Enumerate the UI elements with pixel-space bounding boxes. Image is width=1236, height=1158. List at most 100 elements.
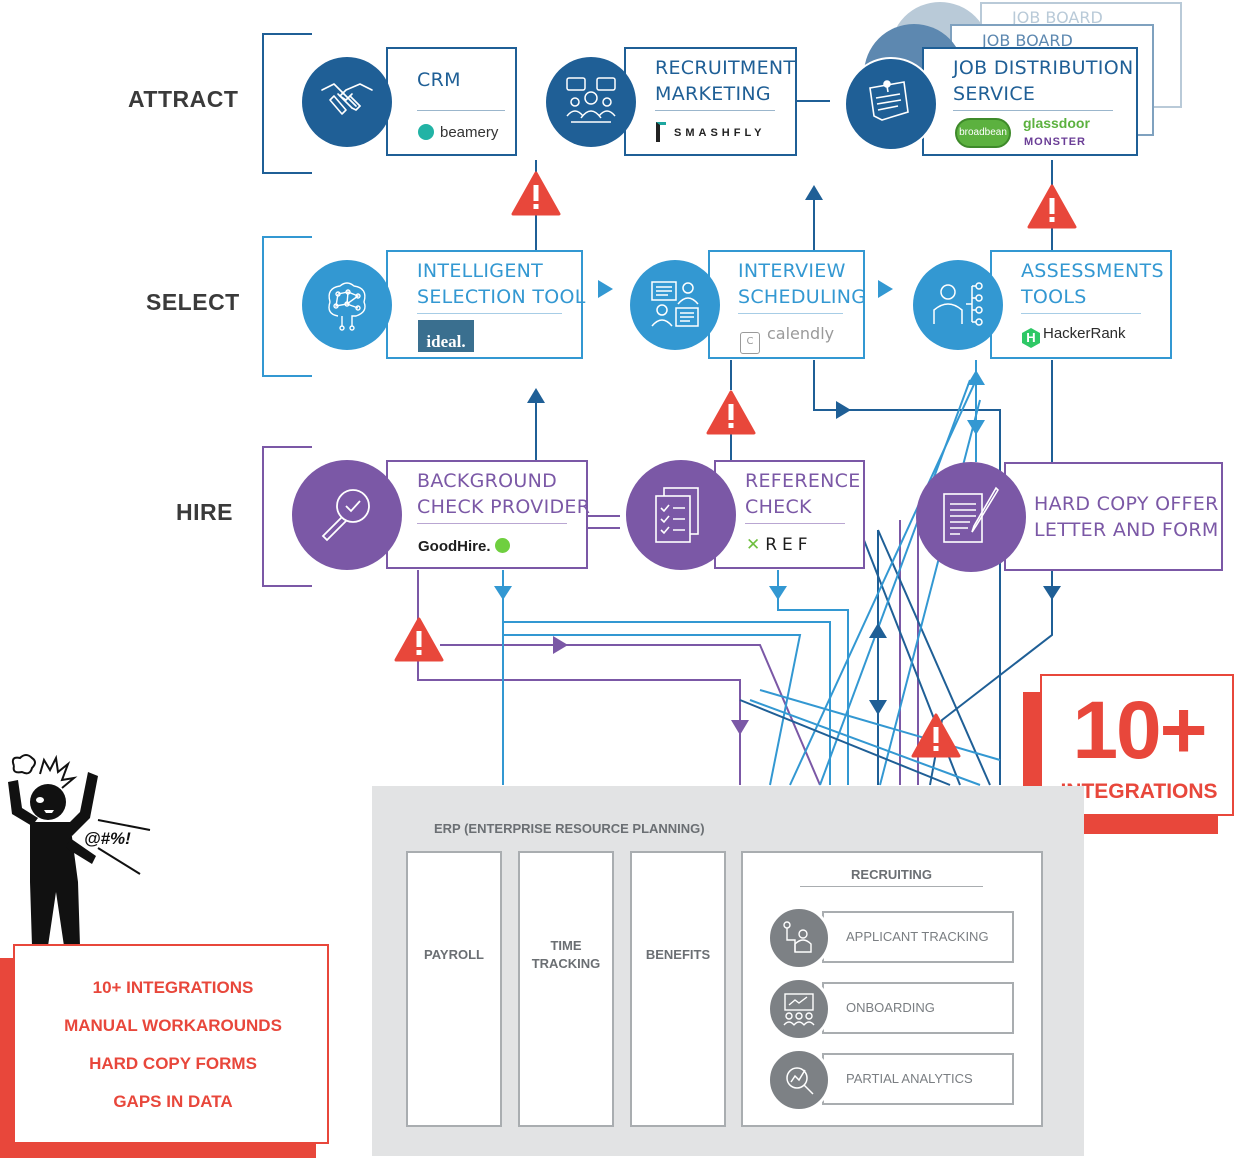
issue-manual-workarounds: MANUAL WORKAROUNDS bbox=[64, 1016, 282, 1035]
frustration-text: @#%! bbox=[84, 829, 131, 848]
erp-title: ERP (ENTERPRISE RESOURCE PLANNING) bbox=[434, 821, 705, 836]
job-distribution-circle bbox=[844, 57, 938, 151]
issues-box: 10+ INTEGRATIONS MANUAL WORKAROUNDS HARD… bbox=[13, 944, 329, 1144]
recruitment-marketing-circle bbox=[546, 57, 636, 147]
issue-integrations: 10+ INTEGRATIONS bbox=[92, 978, 254, 997]
erp-column-payroll bbox=[406, 851, 502, 1127]
magnifier-check-icon bbox=[321, 489, 370, 542]
warning-icon bbox=[511, 171, 561, 216]
broadbean-label: broadbean bbox=[959, 127, 1007, 138]
interview-scheduling-card bbox=[708, 250, 865, 359]
time-tracking-label: TIME TRACKING bbox=[531, 938, 601, 971]
note-pin-icon bbox=[869, 80, 909, 121]
presentation-icon bbox=[783, 993, 815, 1026]
calendar-icon: C bbox=[740, 332, 760, 354]
benefits-label: BENEFITS bbox=[645, 947, 711, 962]
background-check-divider bbox=[417, 523, 567, 524]
analytics-magnifier-icon bbox=[786, 1067, 814, 1095]
offer-letter-circle bbox=[916, 462, 1026, 572]
crm-divider bbox=[417, 110, 505, 111]
background-check-card bbox=[386, 460, 588, 569]
ideal-logo: ideal. bbox=[418, 320, 474, 352]
beamery-icon bbox=[418, 124, 434, 140]
handshake-icon bbox=[321, 83, 373, 115]
job-board-label-back: JOB BOARD bbox=[1012, 8, 1103, 27]
smashfly-icon bbox=[656, 122, 666, 142]
org-person-icon bbox=[933, 282, 983, 326]
job-distribution-divider bbox=[953, 110, 1113, 111]
assessments-circle bbox=[913, 260, 1003, 350]
warning-icon bbox=[706, 390, 756, 435]
warning-icon bbox=[911, 713, 961, 758]
reference-check-card bbox=[714, 460, 865, 569]
scheduling-icon bbox=[651, 281, 699, 327]
assessments-divider bbox=[1021, 313, 1141, 314]
intelligent-selection-title: INTELLIGENT SELECTION TOOL bbox=[417, 260, 586, 308]
erp-column-time-tracking bbox=[518, 851, 614, 1127]
assessments-card bbox=[990, 250, 1172, 359]
bracket-hire bbox=[262, 446, 312, 587]
assessments-title: ASSESSMENTS TOOLS bbox=[1021, 260, 1164, 308]
recruitment-marketing-divider bbox=[655, 110, 775, 111]
module-applicant-tracking bbox=[822, 911, 1014, 963]
applicant-tracking-label: APPLICANT TRACKING bbox=[846, 929, 989, 944]
crm-card bbox=[386, 47, 517, 156]
intelligent-selection-circle bbox=[302, 260, 392, 350]
integrations-label: INTEGRATIONS bbox=[1060, 780, 1218, 803]
background-check-title: BACKGROUND CHECK PROVIDER bbox=[417, 470, 591, 518]
brain-network-icon bbox=[328, 282, 366, 331]
warning-icon bbox=[394, 617, 444, 662]
stage-label-attract: ATTRACT bbox=[128, 86, 239, 112]
stage-label-select: SELECT bbox=[146, 289, 240, 315]
xref-label: REF bbox=[765, 535, 813, 555]
job-board-label-mid: JOB BOARD bbox=[982, 31, 1073, 50]
goodhire-dot-icon bbox=[494, 538, 510, 553]
frustrated-person-icon: @#%! bbox=[8, 754, 151, 946]
issue-gaps-in-data: GAPS IN DATA bbox=[113, 1092, 233, 1111]
partial-analytics-label: PARTIAL ANALYTICS bbox=[846, 1071, 973, 1086]
broadbean-logo: broadbean bbox=[955, 118, 1011, 148]
issue-hard-copy-forms: HARD COPY FORMS bbox=[89, 1054, 257, 1073]
interview-scheduling-divider bbox=[738, 313, 843, 314]
bracket-select bbox=[262, 236, 312, 377]
applicant-icon bbox=[783, 921, 812, 953]
onboarding-circle bbox=[767, 977, 831, 1041]
hackerrank-label: HackerRank bbox=[1043, 325, 1126, 342]
ideal-label: ideal. bbox=[426, 332, 466, 351]
recruitment-marketing-title: RECRUITMENT MARKETING bbox=[655, 57, 796, 105]
intelligent-selection-divider bbox=[417, 313, 562, 314]
recruitment-marketing-card bbox=[624, 47, 797, 156]
erp-column-benefits bbox=[630, 851, 726, 1127]
offer-letter-title: HARD COPY OFFER LETTER AND FORM bbox=[1034, 493, 1219, 541]
goodhire-logo: GoodHire. bbox=[418, 538, 510, 555]
applicant-tracking-circle bbox=[767, 906, 831, 970]
stage-label-hire: HIRE bbox=[176, 499, 233, 525]
smashfly-label: SMASHFLY bbox=[674, 127, 766, 139]
audience-icon bbox=[566, 77, 616, 123]
glassdoor-logo: glassdoor bbox=[1023, 115, 1090, 131]
interview-scheduling-title: INTERVIEW SCHEDULING bbox=[738, 260, 867, 308]
checklist-icon bbox=[655, 487, 699, 543]
reference-check-divider bbox=[745, 523, 845, 524]
payroll-label: PAYROLL bbox=[424, 947, 484, 962]
xref-logo: ✕REF bbox=[746, 535, 813, 555]
crm-title: CRM bbox=[417, 69, 461, 91]
bracket-attract bbox=[262, 33, 312, 174]
module-onboarding bbox=[822, 982, 1014, 1034]
calendly-label: calendly bbox=[767, 324, 835, 343]
background-check-circle bbox=[292, 460, 402, 570]
integrations-number: 10+ bbox=[1072, 685, 1207, 776]
beamery-label: beamery bbox=[440, 124, 499, 141]
reference-check-title: REFERENCE CHECK bbox=[745, 470, 861, 518]
beamery-logo: beamery bbox=[418, 124, 498, 141]
onboarding-label: ONBOARDING bbox=[846, 1000, 935, 1015]
warning-icon bbox=[1027, 184, 1077, 229]
job-distribution-title: JOB DISTRIBUTION SERVICE bbox=[953, 57, 1134, 105]
monster-logo: MONSTER bbox=[1024, 136, 1086, 148]
hackerrank-icon: H bbox=[1022, 328, 1040, 348]
smashfly-logo: SMASHFLY bbox=[656, 122, 766, 142]
recruiting-divider bbox=[800, 886, 983, 887]
